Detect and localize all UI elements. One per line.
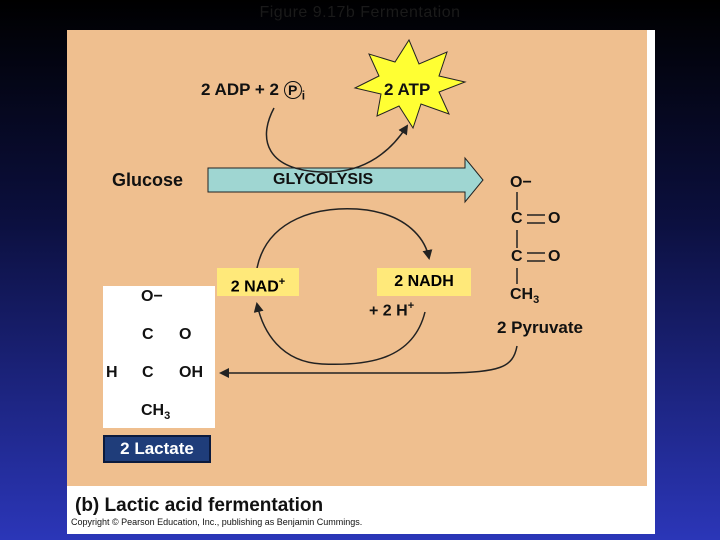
pyruvate-ch3-sub: 3 xyxy=(533,294,540,307)
slide-title: Figure 9.17b Fermentation xyxy=(259,4,461,21)
lactate-c2: C xyxy=(142,364,154,381)
copyright-notice: Copyright © Pearson Education, Inc., pub… xyxy=(71,517,363,527)
lactate-oh: OH xyxy=(179,364,203,381)
pi-subscript: i xyxy=(301,88,306,103)
pyruvate-bonds xyxy=(516,192,545,284)
nad-to-nadh-arc xyxy=(256,208,433,269)
pyruvate-ch3-text: CH xyxy=(510,286,534,303)
pyruvate-c1: C xyxy=(511,210,523,227)
pyruvate-ch3: CH3 xyxy=(510,286,539,306)
adp-text: 2 ADP + 2 xyxy=(201,80,279,99)
nad-text: 2 NAD xyxy=(230,278,279,296)
glucose-label: Glucose xyxy=(112,170,184,190)
nad-box: 2 NAD+ xyxy=(217,268,299,296)
figure-caption: (b) Lactic acid fermentation xyxy=(75,495,324,516)
glycolysis-label: GLYCOLYSIS xyxy=(273,171,374,188)
pyruvate-o1: O xyxy=(548,210,561,227)
nadh-text: 2 NADH xyxy=(394,273,454,290)
glycolysis-arrow xyxy=(207,156,484,204)
nad-sup: + xyxy=(278,276,286,288)
lactate-o-minus: O− xyxy=(141,288,163,305)
lactate-ch3-sub: 3 xyxy=(164,410,171,423)
lactate-ch3-text: CH xyxy=(141,402,165,419)
nadh-box: 2 NADH xyxy=(377,268,471,296)
atp-starburst xyxy=(353,38,467,130)
nadh-to-nad-arc xyxy=(253,302,426,366)
protons-sup: + xyxy=(407,300,415,312)
atp-arc-arrow xyxy=(265,107,409,173)
lactate-c1: C xyxy=(142,326,154,343)
pi-circle: P xyxy=(283,81,302,99)
lactate-h: H xyxy=(106,364,118,381)
lactate-label: 2 Lactate xyxy=(103,435,211,463)
protons-text: + 2 H xyxy=(369,302,408,320)
lactate-ch3: CH3 xyxy=(141,402,170,422)
pyruvate-o2: O xyxy=(548,248,561,265)
lactate-o1: O xyxy=(179,326,192,343)
pyruvate-to-lactate-arrow xyxy=(219,345,518,378)
pyruvate-label: 2 Pyruvate xyxy=(497,318,583,337)
pyruvate-o-minus: O− xyxy=(510,174,532,191)
protons-label: + 2 H+ xyxy=(369,300,414,320)
lactate-structure-box xyxy=(103,286,215,428)
pyruvate-c2: C xyxy=(511,248,523,265)
atp-label: 2 ATP xyxy=(384,80,431,99)
